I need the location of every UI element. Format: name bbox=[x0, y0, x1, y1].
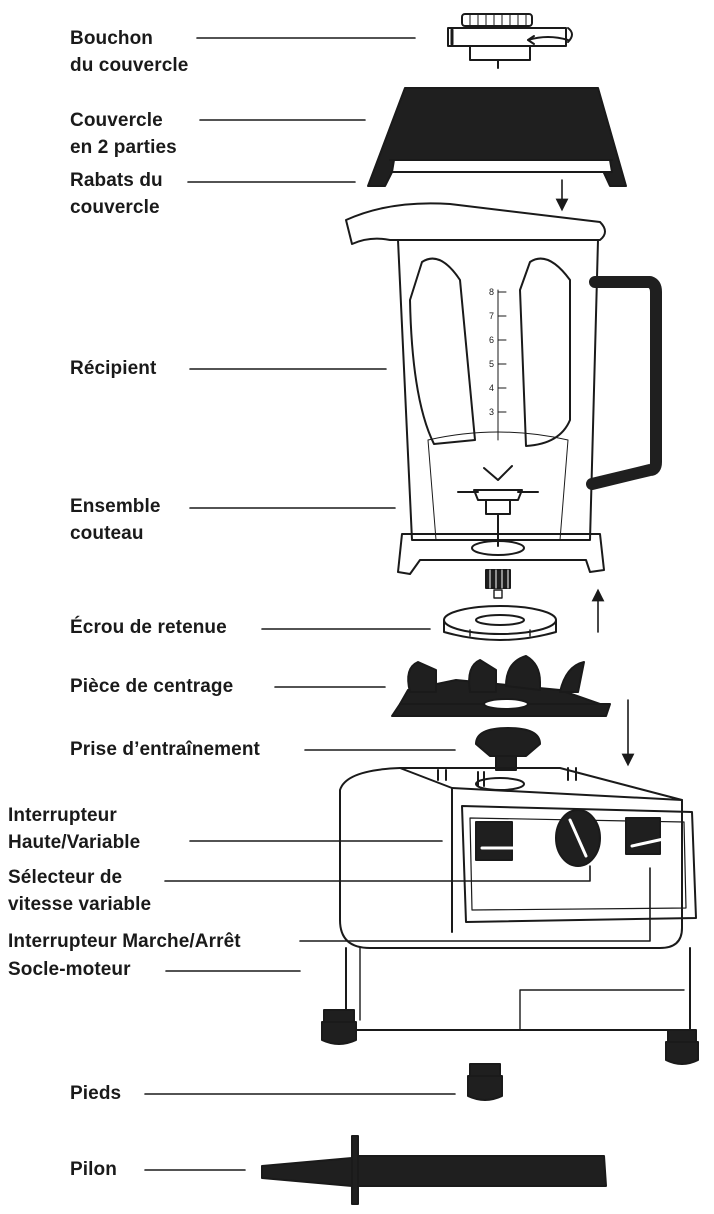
leader-lines bbox=[144, 37, 651, 1171]
scale-mark-label: 6 bbox=[489, 335, 494, 345]
scale-mark-label: 3 bbox=[489, 407, 494, 417]
feet bbox=[321, 1009, 699, 1101]
label-marche-arret: Interrupteur Marche/Arrêt bbox=[8, 931, 241, 952]
label-socle: Socle-moteur bbox=[8, 959, 131, 980]
drive-socket bbox=[475, 727, 541, 771]
blade-assembly bbox=[457, 465, 539, 599]
label-prise: Prise d’entraînement bbox=[70, 739, 260, 760]
lid bbox=[367, 87, 627, 187]
assembly-arrows bbox=[555, 179, 635, 767]
lid-plug bbox=[447, 13, 573, 69]
label-pieds: Pieds bbox=[70, 1083, 122, 1104]
tamper bbox=[261, 1135, 607, 1205]
scale-mark-label: 7 bbox=[489, 311, 494, 321]
motor-base bbox=[339, 767, 697, 1031]
scale-mark-label: 4 bbox=[489, 383, 494, 393]
container-jar bbox=[345, 202, 662, 575]
label-recipient: Récipient bbox=[70, 358, 157, 379]
jar-scale: 8 7 6 5 4 3 bbox=[489, 287, 507, 417]
scale-mark-label: 8 bbox=[489, 287, 494, 297]
label-ecrou: Écrou de retenue bbox=[70, 617, 227, 638]
centering-pad bbox=[391, 655, 611, 717]
scale-mark-label: 5 bbox=[489, 359, 494, 369]
label-pilon: Pilon bbox=[70, 1159, 117, 1180]
label-centrage: Pièce de centrage bbox=[70, 676, 234, 697]
retaining-nut bbox=[443, 605, 557, 641]
